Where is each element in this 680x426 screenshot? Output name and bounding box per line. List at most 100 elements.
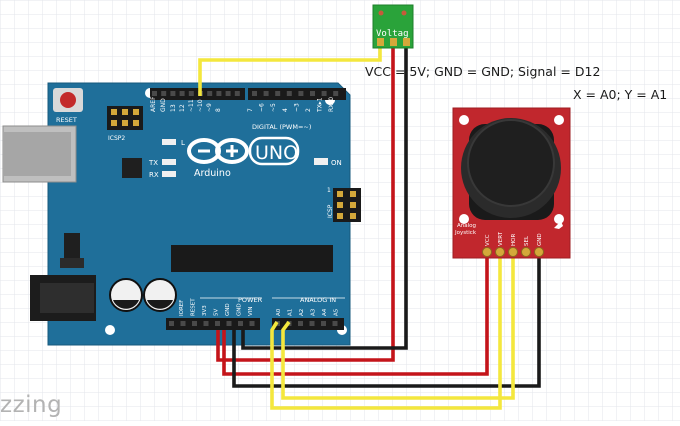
l-label: L [181,139,185,147]
power-pin-label: RESET [191,298,197,316]
header-pin [333,91,339,96]
mounting-hole [554,115,564,125]
uno-label: UNO [255,142,298,164]
digital-pin-label: TX▸1 [317,97,324,113]
rx-led [162,171,176,177]
header-pin [207,91,213,96]
icsp2-header [107,106,143,130]
dc-power-jack-inner [40,283,94,313]
digital-pin-label: 7 [247,108,254,112]
analog-pin-label: A5 [334,308,340,316]
analog-pin-label: A3 [311,308,317,316]
power-pin-label: VIN [248,307,254,317]
digital-label: DIGITAL (PWM=~) [252,123,311,131]
reset-button [60,92,76,108]
voltage-sensor-module: Voltag [372,4,414,49]
mounting-hole [459,214,469,224]
wire-sensor-gnd [241,38,408,350]
header-pin [275,91,281,96]
tx-led [162,159,176,165]
joystick-pin [508,247,518,257]
wire-joystick-vcc [222,252,489,376]
digital-header-right [248,88,346,100]
power-label: POWER [238,296,263,304]
gnd-label: GND [160,98,167,112]
power-header-pins [169,321,338,326]
wire-joystick-gnd [232,252,541,388]
icsp-header [333,188,361,222]
atmega-chip [171,245,333,272]
uno-badge [248,136,300,166]
header-pin [226,321,232,326]
digital-pin-label: ~9 [206,103,213,112]
connection-note-1: VCC = 5V; GND = GND; Signal = D12 [365,64,601,79]
power-pin-label: GND [225,303,231,316]
header-pin [298,321,303,326]
flame-icon [554,221,563,229]
sensor-pin [377,38,384,46]
usb-connector-inner [3,132,71,176]
header-pin [180,321,186,326]
analog-pin-label: A2 [299,309,305,316]
arduino-infinity-icon [187,138,249,164]
power-pin-label: IOREF [179,300,185,316]
header-pin [161,91,167,96]
capacitor [143,278,177,312]
joystick-pin [521,247,531,257]
joystick-pin [495,247,505,257]
sensor-pin [390,38,397,46]
joystick-pin-label: GND [537,233,543,246]
sensor-led [378,10,384,16]
header-pin [215,321,220,326]
usb-chip [122,158,142,178]
voltage-regulator-tab [60,258,84,268]
header-pin [170,91,176,96]
header-pin [192,321,197,326]
reset-label: RESET [56,116,77,124]
header-pin [152,91,157,96]
connection-note-2: X = A0; Y = A1 [573,87,668,102]
header-pin [203,321,209,326]
power-pin-label: GND [237,303,243,316]
fritzing-watermark: zzing [0,392,63,418]
joystick-pin [534,247,544,257]
icsp-label: ICSP [327,204,334,218]
joystick-pin-label: SEL [524,235,530,246]
joystick-label-2: Joystick [454,230,477,236]
joystick-pin [482,247,492,257]
header-pin [310,91,315,96]
header-pin [321,91,327,96]
analog-pin-label: A1 [288,309,294,316]
digital-pin-label: 13 [170,104,177,112]
header-pin [169,321,174,326]
analog-in-label: ANALOG IN [300,296,336,304]
header-pin [179,91,185,96]
header-pin [332,321,338,326]
joystick-pin-label: HOR [511,234,517,246]
digital-pin-label: RX◂0 [328,97,335,112]
digital-pin-label: ~11 [188,99,195,112]
joystick-pin-label: VCC [485,234,491,246]
capacitor [109,278,143,312]
header-pin [188,91,194,96]
icsp2-label: ICSP2 [108,135,125,142]
sensor-led [401,10,407,16]
digital-pin-label: 12 [179,104,186,112]
mounting-hole [554,214,564,224]
digital-pin-label: ~3 [293,103,300,112]
analog-pin-label: A4 [322,308,328,316]
icsp-pin1-label: 1 [327,187,331,194]
power-pin-label: 5V [214,309,220,316]
header-pin [234,91,240,96]
sensor-label: Voltag [376,29,409,39]
sensor-pin [403,38,410,46]
header-pin [249,321,255,326]
digital-pin-label: ~10 [197,99,204,112]
